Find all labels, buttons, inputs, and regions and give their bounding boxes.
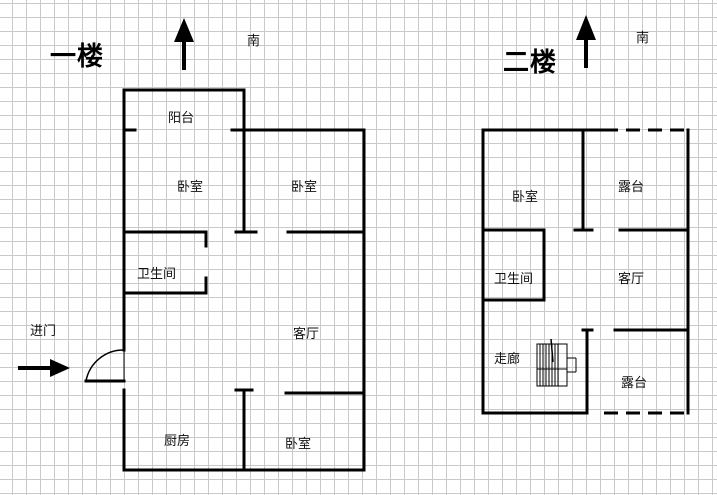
entrance-arrow-icon [18,359,70,377]
room-label-bedroom: 卧室 [512,190,539,205]
room-label-terrace: 露台 [621,376,648,391]
room-label-bathroom: 卫生间 [494,272,534,287]
room-label-balcony: 阳台 [168,111,195,126]
room-label-bedroom: 卧室 [177,180,204,195]
room-label-bedroom: 卧室 [291,180,318,195]
room-label-bathroom: 卫生间 [137,267,177,282]
second-floor-walls [481,128,690,415]
room-label-terrace: 露台 [618,180,645,195]
north-arrow-icon [576,15,596,68]
direction-label-second: 南 [636,31,650,46]
north-arrow-icon [174,18,194,70]
staircase [536,338,577,387]
floor-title-first: 一楼 [50,42,105,72]
first-floor-walls [84,88,366,472]
room-label-corridor: 走廊 [494,352,521,367]
room-label-kitchen: 厨房 [164,434,191,449]
entrance-door-swing [85,349,125,382]
direction-label-first: 南 [247,34,261,49]
room-label-bedroom: 卧室 [285,437,312,452]
entrance-label: 进门 [30,324,57,339]
room-label-living-room: 客厅 [293,327,320,342]
terrace-dashed-edges [604,128,688,415]
floor-title-second: 二楼 [503,48,558,78]
room-label-living-room: 客厅 [618,272,645,287]
